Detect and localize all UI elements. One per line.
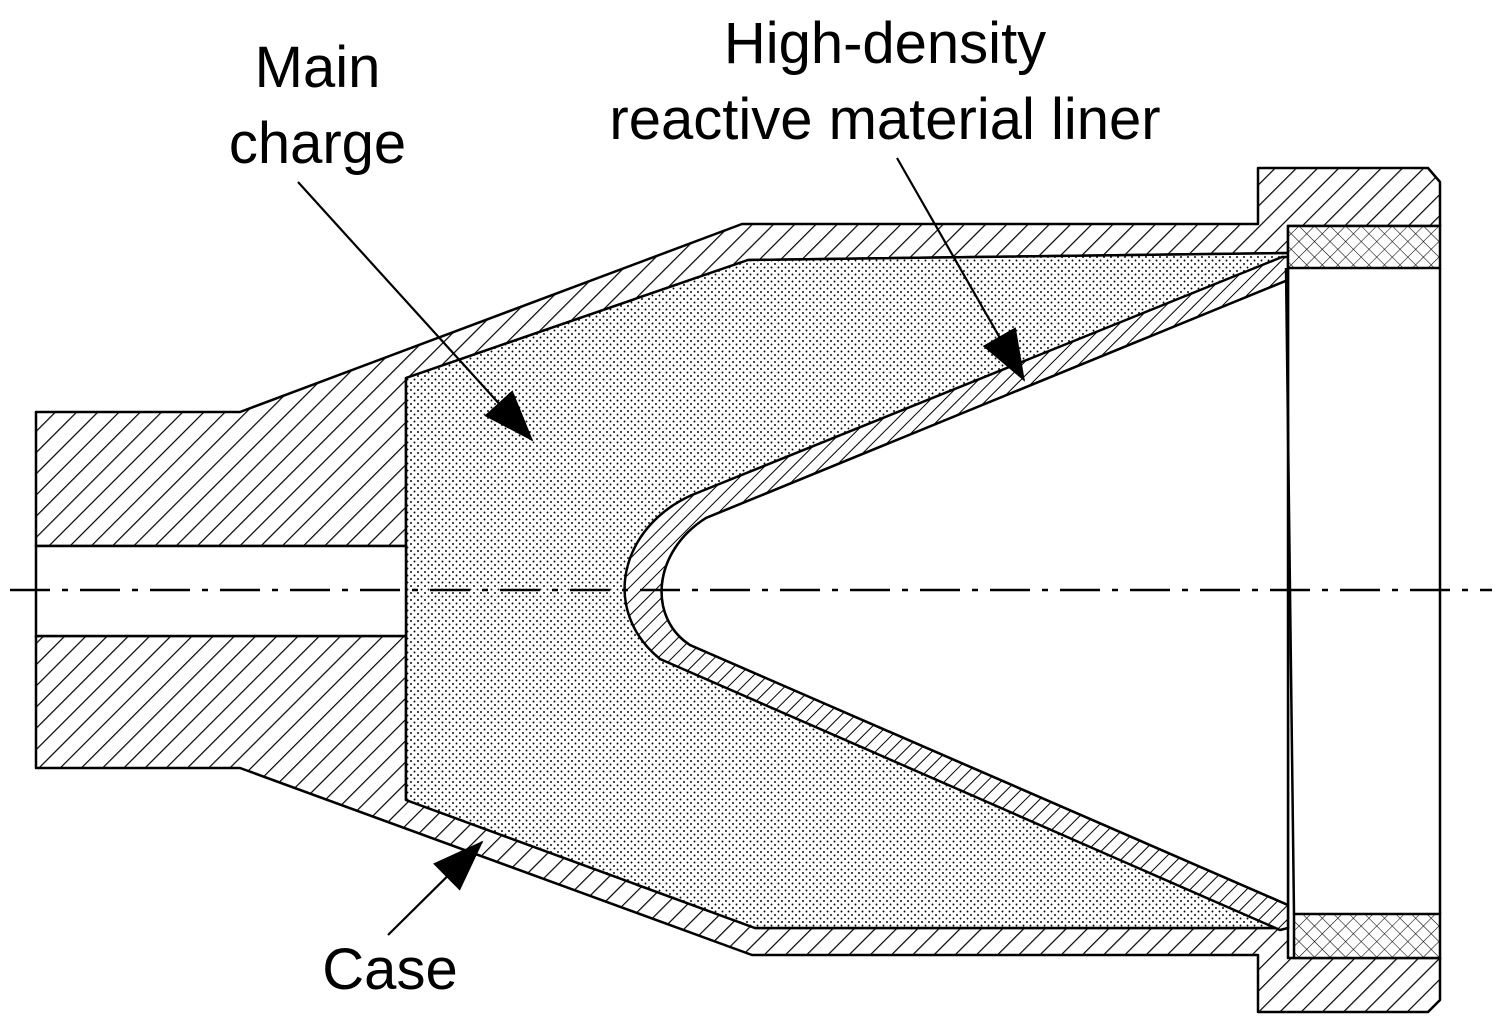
- front-ring-top: [1286, 224, 1442, 270]
- case-label: Case: [322, 937, 458, 1002]
- case-leader-arrow: [387, 840, 484, 936]
- front-ring-bottom: [1292, 912, 1442, 960]
- main-charge-label-line2: charge: [228, 111, 407, 176]
- main-charge-label: Main charge: [205, 30, 430, 182]
- liner-label-line1: High-density: [723, 11, 1047, 76]
- liner-label: High-density reactive material liner: [540, 6, 1230, 158]
- main-charge-leader-arrow: [297, 181, 534, 442]
- main-charge-label-line1: Main: [254, 35, 381, 100]
- liner-leader-arrow: [896, 157, 1025, 382]
- liner-label-line2: reactive material liner: [609, 87, 1161, 152]
